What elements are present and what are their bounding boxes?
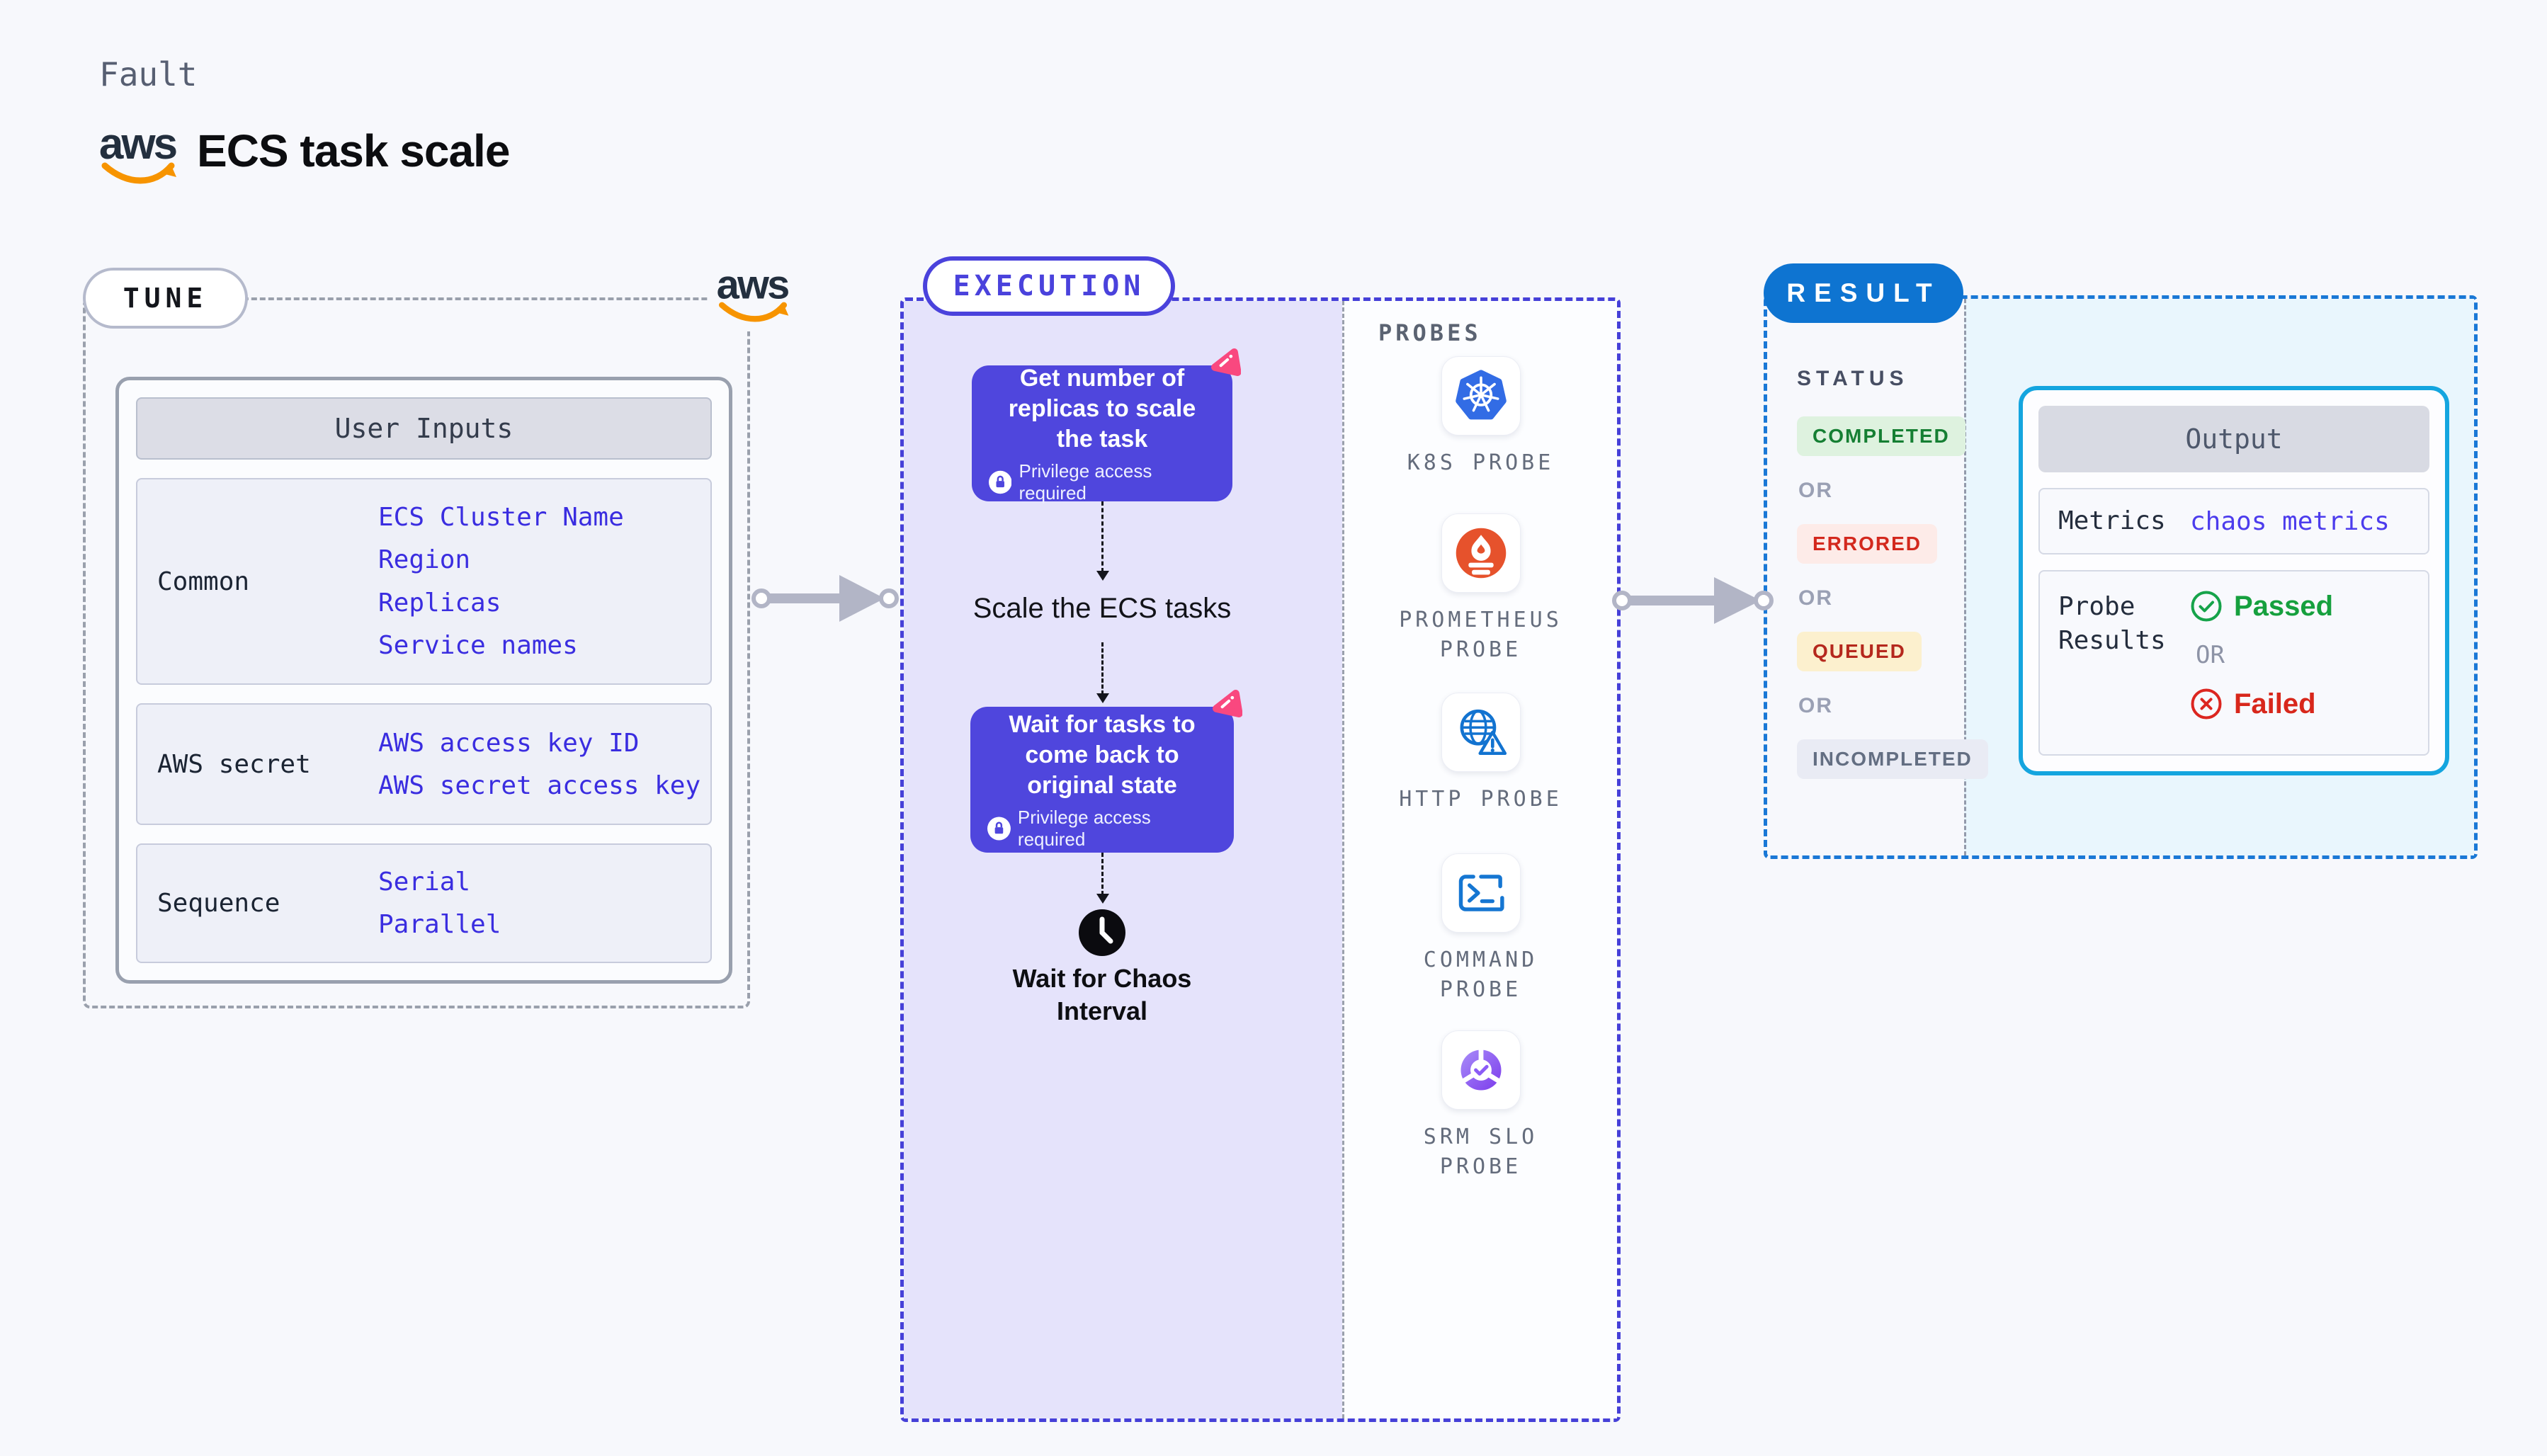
probes-label: PROBES: [1378, 319, 1482, 346]
output-row-metrics: Metrics chaos metrics: [2038, 488, 2429, 554]
status-badge-queued: QUEUED: [1797, 632, 1922, 671]
metrics-value: chaos metrics: [2190, 506, 2390, 536]
prometheus-icon: [1456, 528, 1506, 579]
execution-flow-area: Get number of replicas to scale the task…: [904, 301, 1342, 1418]
check-circle-icon: [2191, 591, 2222, 622]
fault-step-card: Get number of replicas to scale the task…: [972, 364, 1232, 504]
aws-logo-icon: [96, 119, 180, 187]
aws-logo-small-icon: [708, 255, 798, 331]
row-values: AWS access key ID AWS secret access key: [378, 705, 710, 823]
table-row-sequence: Sequence Serial Parallel: [136, 843, 712, 963]
probe-results: Passed OR Failed: [2190, 590, 2333, 754]
row-values: Serial Parallel: [378, 845, 710, 962]
slo-donut-icon: [1459, 1047, 1502, 1091]
or-separator: OR: [1798, 694, 1833, 717]
probe-item-k8s: K8S PROBE: [1344, 356, 1617, 478]
probe-item-srm-slo: SRM SLO PROBE: [1344, 1030, 1617, 1182]
status-column: STATUS COMPLETED OR ERRORED OR QUEUED OR…: [1797, 367, 1988, 779]
probes-panel: PROBES: [1342, 301, 1617, 1418]
probe-card: [1441, 1030, 1521, 1110]
probe-card: [1441, 693, 1521, 772]
row-label: Common: [157, 567, 250, 596]
output-header: Output: [2038, 406, 2429, 472]
probe-card: [1441, 853, 1521, 933]
or-separator: OR: [1798, 479, 1833, 502]
kubernetes-icon: [1455, 370, 1507, 420]
probe-label: K8S PROBE: [1407, 450, 1555, 475]
flow-connector: [1096, 853, 1109, 904]
output-table: Output Metrics chaos metrics Probe Resul…: [2019, 386, 2449, 775]
user-inputs-table: User Inputs Common ECS Cluster Name Regi…: [115, 377, 732, 984]
fault-step-card: Wait for tasks to come back to original …: [970, 707, 1234, 853]
table-row-common: Common ECS Cluster Name Region Replicas …: [136, 477, 712, 686]
or-separator: OR: [2196, 641, 2225, 669]
probe-item-http: HTTP PROBE: [1344, 693, 1617, 814]
wait-chaos-label: Wait for Chaos Interval: [1012, 964, 1192, 1025]
probe-card: [1441, 356, 1521, 436]
output-row-probe-results: Probe Results Passed OR Faile: [2038, 570, 2429, 756]
probe-item-prometheus: PROMETHEUS PROBE: [1344, 513, 1617, 665]
x-circle-icon: [2191, 688, 2222, 720]
flow-connector: [1096, 642, 1109, 703]
fault-kicker: Fault: [99, 55, 198, 93]
input-option: Region: [378, 545, 471, 575]
status-label: STATUS: [1797, 367, 1909, 390]
status-badge-completed: COMPLETED: [1797, 416, 1965, 456]
passed-label: Passed: [2234, 590, 2334, 622]
privilege-badge: Privilege access required: [989, 460, 1215, 504]
probe-card: [1441, 513, 1521, 593]
globe-warning-icon: [1460, 709, 1507, 756]
failed-label: Failed: [2234, 688, 2316, 720]
terminal-icon: [1458, 875, 1504, 911]
lock-icon: [989, 470, 1012, 494]
lock-icon: [987, 817, 1011, 840]
privilege-label: Privilege access required: [1019, 460, 1152, 504]
row-values: ECS Cluster Name Region Replicas Service…: [378, 479, 710, 684]
execution-pill: EXECUTION: [923, 256, 1175, 316]
input-option: ECS Cluster Name: [378, 502, 624, 532]
probe-label: SRM SLO PROBE: [1423, 1125, 1538, 1179]
input-option: Parallel: [378, 909, 501, 939]
status-badge-errored: ERRORED: [1797, 524, 1938, 564]
failed-line: Failed: [2190, 688, 2333, 720]
row-label: Sequence: [157, 888, 280, 918]
tune-section: [83, 297, 750, 1008]
result-pill: RESULT: [1764, 263, 1963, 323]
input-option: Replicas: [378, 588, 501, 618]
privilege-badge: Privilege access required: [987, 807, 1217, 851]
step-text: Scale the ECS tasks: [972, 593, 1232, 624]
flow-arrow-icon: [1612, 577, 1774, 624]
passed-line: Passed: [2190, 590, 2333, 622]
probe-label: PROMETHEUS PROBE: [1399, 608, 1562, 662]
privilege-label: Privilege access required: [1017, 806, 1151, 850]
flow-arrow-icon: [751, 575, 899, 622]
chaos-ribbon-icon: [1213, 689, 1242, 717]
flow-connector: [1096, 501, 1109, 581]
probe-label: COMMAND PROBE: [1423, 948, 1538, 1002]
table-row-aws-secret: AWS secret AWS access key ID AWS secret …: [136, 703, 712, 825]
input-option: AWS secret access key: [378, 770, 701, 800]
input-option: Service names: [378, 631, 578, 661]
input-option: Serial: [378, 868, 471, 897]
step-title: Get number of replicas to scale the task: [1008, 364, 1196, 453]
status-badge-incompleted: INCOMPLETED: [1797, 739, 1988, 779]
step-title: Wait for tasks to come back to original …: [1009, 710, 1196, 799]
row-label: Metrics: [2058, 506, 2166, 535]
probe-item-command: COMMAND PROBE: [1344, 853, 1617, 1005]
page-title: ECS task scale: [197, 125, 510, 176]
row-label: AWS secret: [157, 749, 311, 779]
execution-section: Get number of replicas to scale the task…: [900, 297, 1621, 1422]
probe-label: HTTP PROBE: [1399, 787, 1562, 812]
row-label: Probe Results: [2058, 592, 2166, 655]
tune-pill: TUNE: [83, 268, 248, 329]
or-separator: OR: [1798, 586, 1833, 610]
clock-icon: [1079, 909, 1125, 956]
chaos-ribbon-icon: [1211, 348, 1241, 376]
user-inputs-header: User Inputs: [136, 397, 712, 460]
input-option: AWS access key ID: [378, 728, 640, 758]
